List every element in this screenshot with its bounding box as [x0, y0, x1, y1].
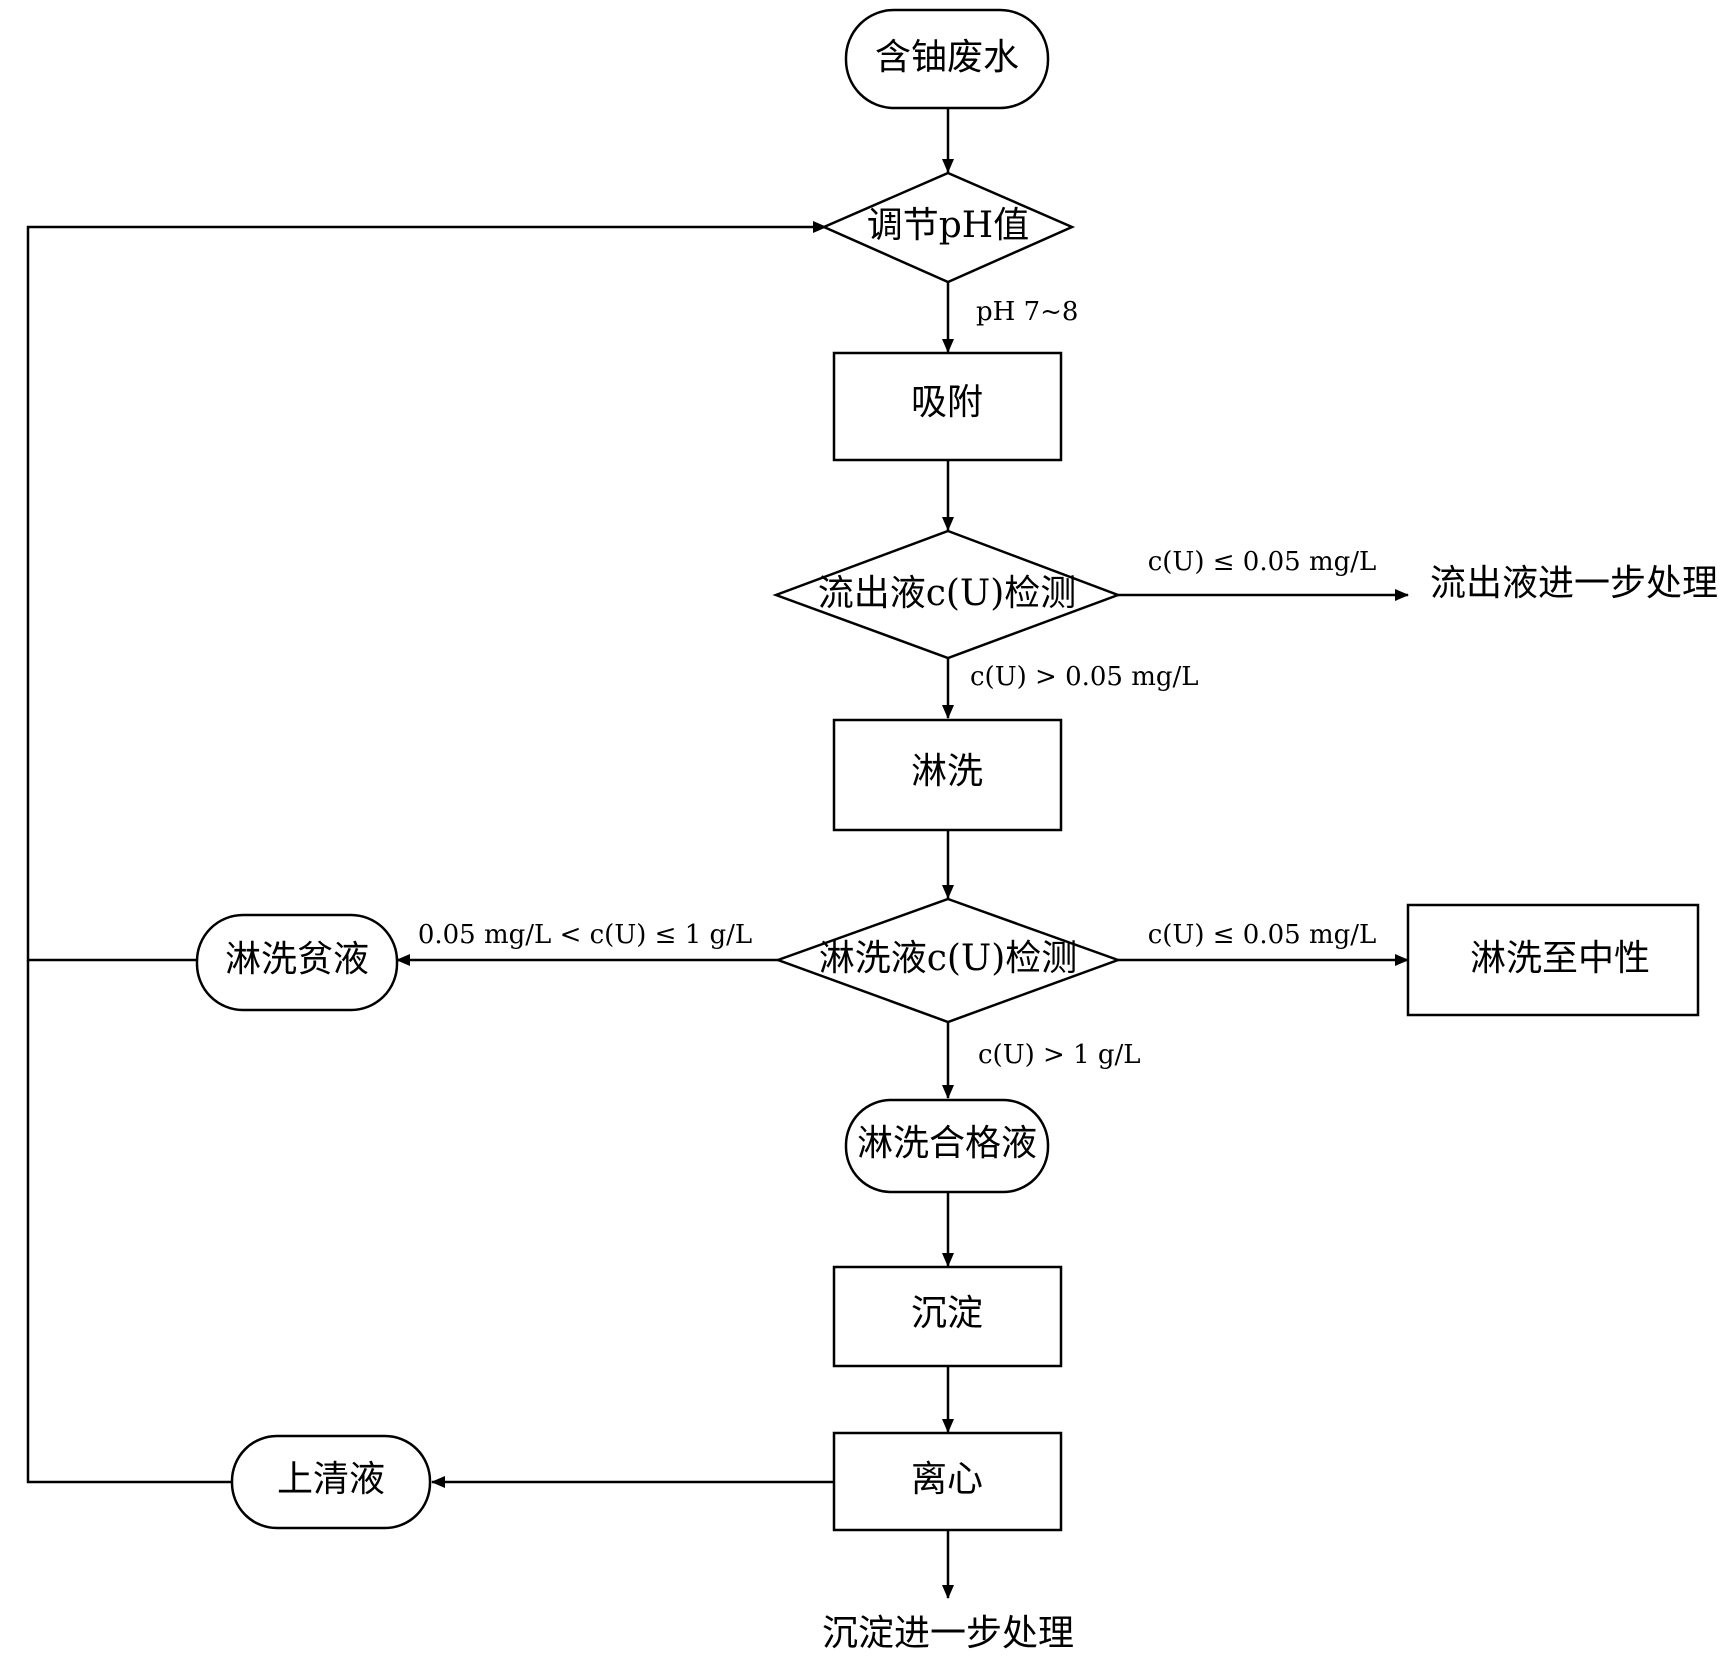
connectors	[26, 108, 1409, 1599]
node-start-label: 含铀废水	[875, 37, 1019, 78]
edge-label-rinse-high: c(U) > 1 g/L	[978, 1040, 1141, 1070]
node-supernatant-label: 上清液	[277, 1459, 385, 1500]
node-lean-rinse: 淋洗贫液	[195, 913, 399, 1012]
node-adjust-ph: 调节pH值	[820, 171, 1076, 284]
node-start: 含铀废水	[844, 8, 1050, 110]
node-effluent-treat: 流出液进一步处理	[1430, 563, 1718, 604]
node-supernatant: 上清液	[230, 1434, 432, 1530]
node-rinse-check-label: 淋洗液c(U)检测	[819, 938, 1078, 979]
node-rinse-check: 淋洗液c(U)检测	[774, 897, 1122, 1024]
node-adsorb: 吸附	[832, 351, 1063, 462]
recycle-supernatant-to-adjust	[26, 960, 232, 1484]
node-precipitate: 沉淀	[832, 1265, 1063, 1368]
node-qualified-rinse: 淋洗合格液	[844, 1098, 1050, 1194]
node-adsorb-label: 吸附	[911, 382, 983, 423]
node-adjust-ph-label: 调节pH值	[867, 205, 1029, 246]
node-precip-treat-label: 沉淀进一步处理	[822, 1613, 1074, 1654]
node-precipitate-label: 沉淀	[911, 1293, 983, 1334]
node-effluent-check: 流出液c(U)检测	[772, 529, 1122, 660]
node-precip-treat: 沉淀进一步处理	[822, 1613, 1074, 1654]
edge-label-rinse-low: c(U) ≤ 0.05 mg/L	[1148, 920, 1377, 950]
node-rinse-label: 淋洗	[911, 751, 983, 792]
edge-label-effluent-high: c(U) > 0.05 mg/L	[970, 662, 1199, 692]
node-effluent-check-label: 流出液c(U)检测	[818, 573, 1077, 614]
edge-label-rinse-mid: 0.05 mg/L < c(U) ≤ 1 g/L	[418, 920, 752, 950]
recycle-lean-to-adjust	[26, 221, 827, 962]
edge-label-ph-range: pH 7~8	[976, 297, 1078, 327]
node-effluent-treat-label: 流出液进一步处理	[1430, 563, 1718, 604]
node-lean-rinse-label: 淋洗贫液	[225, 939, 369, 980]
node-centrifuge: 离心	[832, 1431, 1063, 1532]
node-centrifuge-label: 离心	[911, 1459, 983, 1500]
node-qualified-rinse-label: 淋洗合格液	[857, 1123, 1037, 1164]
edge-labels: pH 7~8 c(U) ≤ 0.05 mg/L c(U) > 0.05 mg/L…	[418, 297, 1376, 1070]
edge-label-effluent-low: c(U) ≤ 0.05 mg/L	[1148, 547, 1377, 577]
node-rinse: 淋洗	[832, 718, 1063, 832]
node-rinse-to-neutral: 淋洗至中性	[1406, 903, 1700, 1017]
node-rinse-to-neutral-label: 淋洗至中性	[1470, 938, 1650, 979]
